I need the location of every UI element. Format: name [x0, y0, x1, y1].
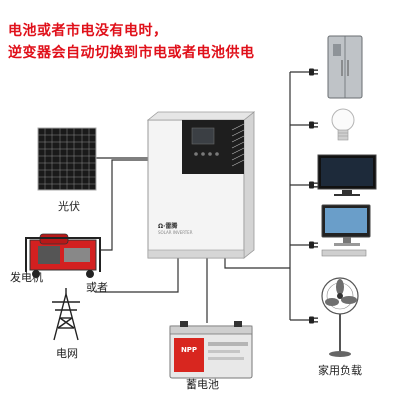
inverter-icon: [146, 111, 256, 259]
solar-panel-icon: [37, 127, 97, 191]
plug-icon: [309, 68, 318, 76]
battery-brand: NPP: [181, 346, 197, 354]
inverter-subtext: SOLAR INVERTER: [158, 230, 193, 235]
fan-icon: [321, 277, 359, 357]
plug-icon: [309, 241, 318, 249]
label-or: 或者: [86, 281, 108, 294]
computer-icon: [321, 204, 371, 257]
label-loads: 家用负载: [318, 364, 362, 377]
wires: [95, 71, 312, 323]
refrigerator-icon: [327, 35, 363, 99]
headline-line-1: 电池或者市电没有电时，: [8, 23, 168, 39]
plug-icon: [309, 121, 318, 129]
grid-tower-icon: [52, 288, 80, 341]
label-grid: 电网: [56, 347, 78, 360]
wire-generator: [100, 159, 148, 251]
plug-icon: [309, 181, 318, 189]
inverter-brand: Ω·雷腾: [158, 223, 178, 230]
label-battery: 蓄电池: [186, 378, 219, 391]
battery-icon: [169, 321, 253, 379]
wire-grid: [95, 258, 179, 293]
label-generator: 发电机: [10, 271, 43, 284]
plug-icons: [309, 68, 318, 324]
plug-icon: [309, 316, 318, 324]
bulb-icon: [331, 108, 355, 141]
label-solar: 光伏: [58, 200, 80, 213]
wire-to-loads: [224, 258, 290, 269]
headline-line-2: 逆变器会自动切换到市电或者电池供电: [8, 45, 255, 61]
generator-icon: [25, 233, 101, 278]
tv-icon: [317, 154, 377, 196]
